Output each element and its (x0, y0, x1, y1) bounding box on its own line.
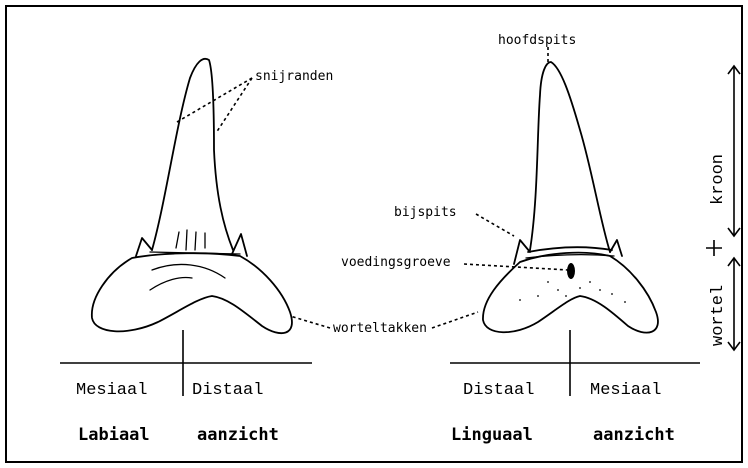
labial-striation (176, 232, 179, 248)
nutrient-groove (567, 263, 575, 279)
left-side-mesiaal: Mesiaal (76, 381, 147, 400)
right-view-aanzicht: aanzicht (593, 425, 675, 445)
wortel-bracket (728, 258, 740, 350)
label-snijranden: snijranden (255, 69, 333, 84)
labial-striation (186, 230, 187, 250)
worteltakken-leader (432, 312, 478, 328)
label-kroon: kroon (709, 154, 728, 205)
lingual-crown-base (528, 247, 612, 252)
labial-root-curve (150, 278, 192, 291)
labial-cusplet-right (232, 234, 247, 256)
lingual-crown (530, 62, 610, 252)
left-side-distaal: Distaal (192, 381, 263, 400)
labial-cusplet-left (136, 238, 152, 256)
label-bijspits: bijspits (394, 205, 457, 220)
labial-striation (195, 232, 196, 250)
label-hoofdspits: hoofdspits (498, 33, 576, 48)
right-side-distaal: Distaal (463, 381, 534, 400)
label-worteltakken: worteltakken (333, 321, 427, 336)
lingual-cusplet-right (610, 240, 622, 256)
label-voedingsgroeve: voedingsgroeve (341, 255, 451, 270)
snijranden-leader (216, 78, 252, 133)
right-view-title: Linguaal (451, 425, 533, 445)
right-side-mesiaal: Mesiaal (590, 381, 661, 400)
left-view-title: Labiaal (78, 425, 150, 445)
labial-crown (152, 59, 233, 250)
bijspits-leader (476, 214, 514, 236)
kroon-bracket (728, 66, 740, 236)
lingual-tooth-drawing (483, 62, 658, 333)
label-wortel: wortel (709, 285, 728, 346)
labial-root-curve (152, 264, 225, 278)
left-view-aanzicht: aanzicht (197, 425, 279, 445)
kroon-wortel-divider (706, 240, 722, 256)
worteltakken-leader (290, 316, 330, 328)
labial-tooth-drawing (92, 59, 292, 333)
